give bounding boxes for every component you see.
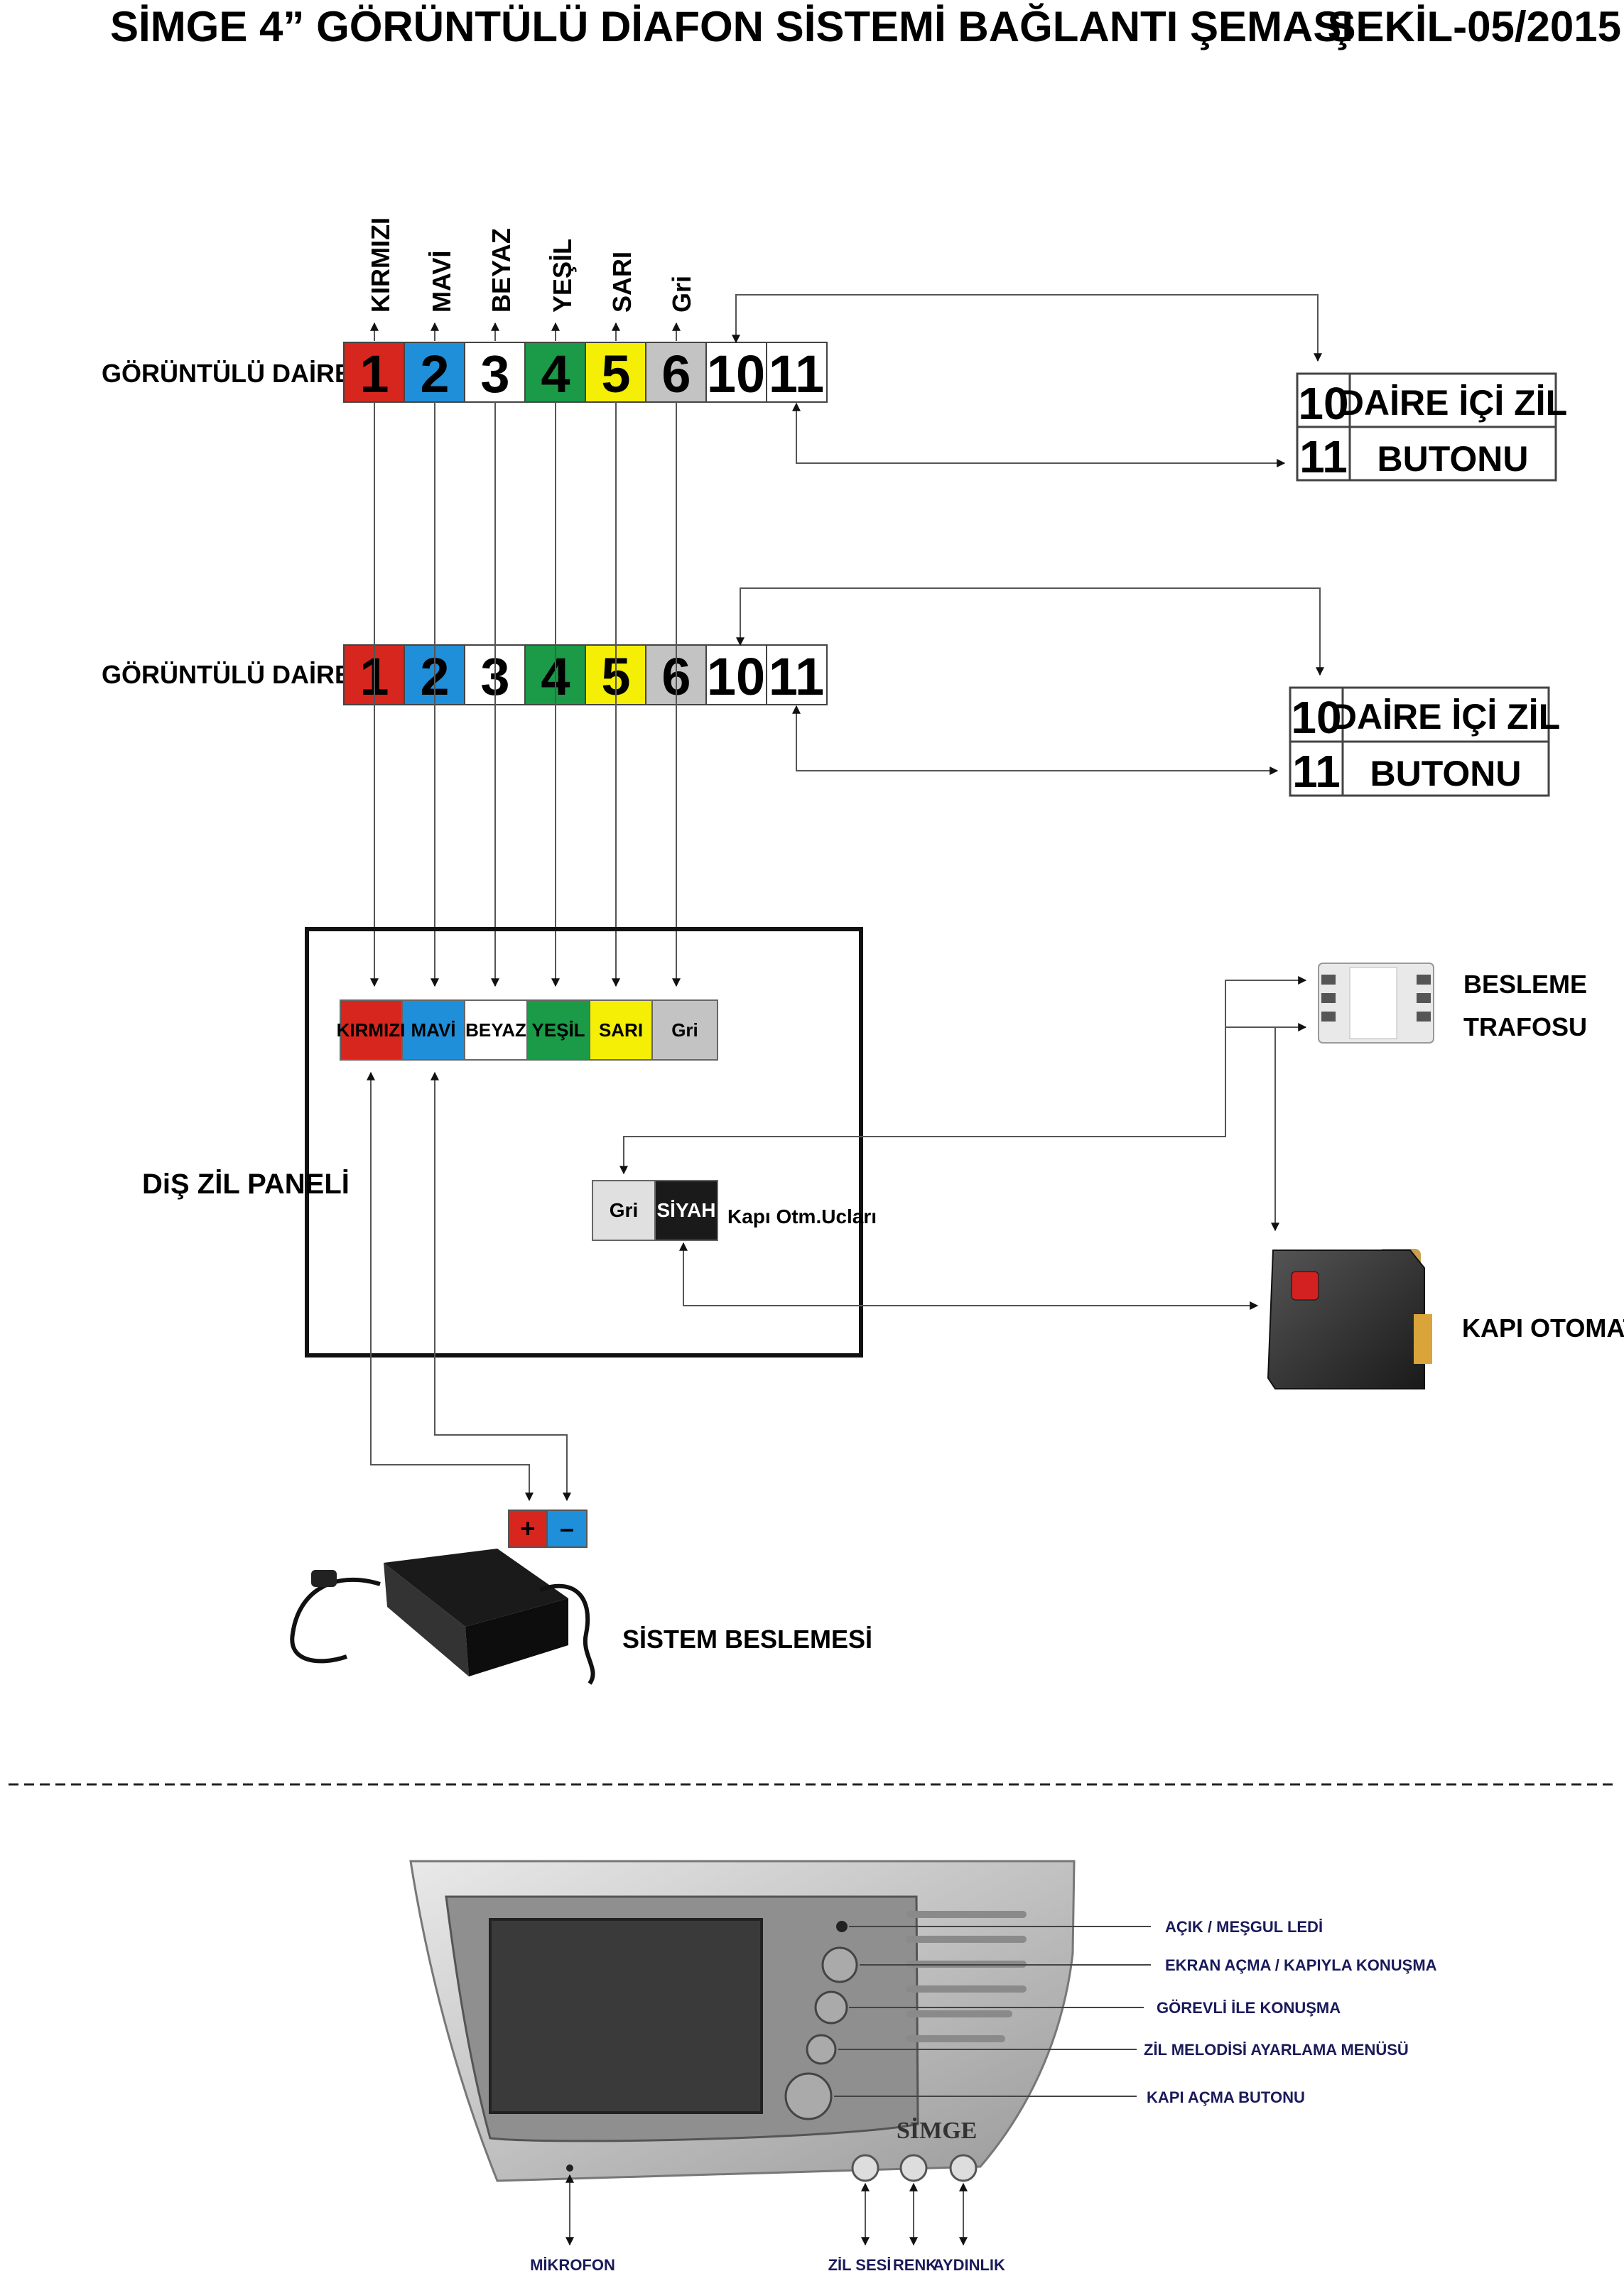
speaker-grille [906,1911,1027,2042]
figure-code: ŞEKİL-05/2015 [1327,3,1621,50]
wire-label-gray: Gri [667,276,696,313]
transformer-label-line2: TRAFOSU [1463,1012,1587,1041]
lock-terminal-strip: Gri SİYAH Kapı Otm.Ucları [592,1180,877,1241]
terminal-6: 6 [661,345,691,403]
wire-label-blue: MAVİ [427,251,456,313]
callout-status-led: AÇIK / MEŞGUL LEDİ [1165,1918,1323,1936]
ring-melody-button[interactable] [806,2034,837,2065]
power-adapter [290,1549,595,1685]
label-color: RENK [893,2256,937,2274]
callout-ring-melody: ZİL MELODİSİ AYARLAMA MENÜSÜ [1144,2041,1409,2059]
bell-terminal-11: 11 [1292,746,1341,797]
bell-button-box: 10 11 DAİRE İÇİ ZİL BUTONU [1296,372,1567,482]
power-plus: + [520,1514,535,1543]
bell-button-box: 10 11 DAİRE İÇİ ZİL BUTONU [1289,686,1560,797]
intercom-unit-2: GÖRÜNTÜLÜ DAİRE DİAFONU 1 2 3 4 5 6 10 1… [102,587,1560,797]
terminal-5: 5 [601,345,630,403]
terminal-strip: 1 2 3 4 5 6 10 11 [343,644,828,706]
brightness-knob[interactable] [949,2154,978,2182]
panel-wiring [367,976,1307,1502]
monitor-unit: SİMGE [409,1860,1076,2182]
lock-terminal-label: Kapı Otm.Ucları [727,1205,877,1228]
bell-button-label: BUTONU [1377,439,1529,479]
wire-label-red: KIRMIZI [366,217,395,313]
panel-terminal-strip: KIRMIZI MAVİ BEYAZ YEŞİL SARI Gri [337,999,718,1061]
panel-terminal-green: YEŞİL [531,1019,585,1041]
label-microphone: MİKROFON [530,2256,615,2274]
system-power: + – SİSTEM BESLEMESİ [290,1510,872,1685]
door-panel-label: DiŞ ZİL PANELİ [142,1169,350,1200]
monitor-logo: SİMGE [897,2117,977,2144]
terminal-1: 1 [359,345,389,403]
bell-terminal-10: 10 [1291,692,1341,743]
monitor-callouts: AÇIK / MEŞGUL LEDİ EKRAN AÇMA / KAPIYLA … [834,1918,1437,2106]
lock-terminal-black: SİYAH [656,1199,715,1221]
door-open-button[interactable] [784,2072,833,2120]
panel-terminal-white: BEYAZ [465,1019,526,1041]
power-label: SİSTEM BESLEMESİ [622,1625,872,1654]
concierge-button[interactable] [814,1990,848,2025]
panel-terminal-red: KIRMIZI [337,1019,406,1041]
terminal-2: 2 [420,345,449,403]
door-panel: KIRMIZI MAVİ BEYAZ YEŞİL SARI Gri DiŞ Zİ… [142,927,877,1358]
intercom-unit-1: GÖRÜNTÜLÜ DAİRE DİAFONU 1 2 3 4 5 6 10 1… [102,294,1567,482]
label-ring-volume: ZİL SESİ [828,2256,892,2274]
terminal-11: 11 [769,647,824,706]
microphone-hole [566,2164,573,2172]
panel-terminal-gray: Gri [671,1019,698,1041]
terminal-11: 11 [769,345,824,403]
status-led [836,1921,848,1932]
wire-label-yellow: SARI [607,251,637,313]
label-arrows [370,322,681,341]
wire-label-green: YEŞİL [548,239,577,313]
terminal-strip: 1 2 3 4 5 6 10 11 [343,342,828,403]
monitor-bottom-labels: MİKROFON ZİL SESİ RENK AYDINLIK [530,2174,1005,2274]
bell-label: DAİRE İÇİ ZİL [1331,697,1560,737]
wire-label-white: BEYAZ [487,228,516,313]
wire-color-labels: KIRMIZI MAVİ BEYAZ YEŞİL SARI Gri [366,217,696,313]
bus-wires [370,402,681,987]
terminal-10: 10 [707,647,765,706]
terminal-10: 10 [707,345,765,403]
panel-terminal-yellow: SARI [599,1019,643,1041]
page-title: SİMGE 4” GÖRÜNTÜLÜ DİAFON SİSTEMİ BAĞLAN… [110,3,1353,50]
door-lock-label: KAPI OTOMATİĞİ [1462,1313,1624,1343]
door-lock: KAPI OTOMATİĞİ [1267,1249,1624,1389]
bell-terminal-10: 10 [1298,378,1348,429]
screen-talk-button[interactable] [821,1946,858,1983]
callout-concierge: GÖREVLİ İLE KONUŞMA [1157,1999,1341,2017]
callout-screen-talk: EKRAN AÇMA / KAPIYLA KONUŞMA [1165,1956,1437,1974]
bell-terminal-11: 11 [1299,431,1348,482]
ring-volume-knob[interactable] [851,2154,879,2182]
label-brightness: AYDINLIK [933,2256,1005,2274]
callout-door-open: KAPI AÇMA BUTONU [1147,2088,1305,2106]
terminal-4: 4 [541,345,570,403]
monitor-screen [489,1918,763,2114]
transformer-label-line1: BESLEME [1463,970,1587,999]
terminal-3: 3 [480,345,509,403]
transformer: BESLEME TRAFOSU [1318,963,1587,1044]
bell-button-label: BUTONU [1370,754,1522,793]
power-minus: – [560,1514,574,1543]
lock-terminal-gray: Gri [610,1199,638,1221]
panel-terminal-blue: MAVİ [411,1019,455,1041]
bell-label: DAİRE İÇİ ZİL [1338,383,1567,423]
color-knob[interactable] [899,2154,928,2182]
